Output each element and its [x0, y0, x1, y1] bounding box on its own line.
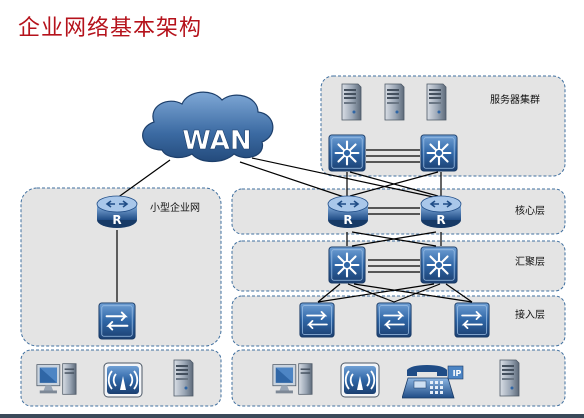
server-switch-icon: [420, 134, 458, 172]
wan-cloud: WAN: [142, 91, 274, 163]
core-layer-label: 核心层: [515, 204, 545, 217]
aggregation-layer-label: 汇聚层: [515, 255, 545, 268]
wan-label: WAN: [182, 126, 251, 156]
links: [116, 149, 473, 303]
aggregation-switch-icon: [328, 246, 366, 284]
small-enterprise-switch-icon: [98, 302, 136, 340]
access-switch-icon: [299, 302, 335, 338]
page-title: 企业网络基本架构: [18, 16, 203, 41]
bottom-bar: [0, 414, 584, 418]
aggregation-switch-icon: [420, 246, 458, 284]
server-icon: [173, 359, 194, 397]
small-enterprise-router-mark: R: [112, 213, 121, 227]
core-router-mark: R: [436, 213, 445, 227]
wireless-ap-icon: [103, 362, 143, 398]
server-cluster-label: 服务器集群: [490, 93, 540, 106]
small-enterprise-label: 小型企业网: [150, 201, 200, 214]
server-switch-icon: [328, 134, 366, 172]
right-terminal-zone: [231, 349, 566, 407]
access-switch-icon: [454, 302, 490, 338]
ip-phone-mark: IP: [453, 369, 462, 378]
zones: [20, 75, 566, 407]
server-icon: [384, 83, 405, 121]
server-icon: [341, 83, 362, 121]
wireless-ap-icon: [340, 362, 380, 398]
server-icon: [426, 83, 447, 121]
small-enterprise-zone: [20, 187, 222, 347]
server-icon: [499, 359, 520, 397]
access-switch-icon: [376, 302, 412, 338]
access-layer-label: 接入层: [515, 308, 545, 321]
server-cluster-zone: [320, 75, 566, 177]
core-router-mark: R: [343, 213, 352, 227]
